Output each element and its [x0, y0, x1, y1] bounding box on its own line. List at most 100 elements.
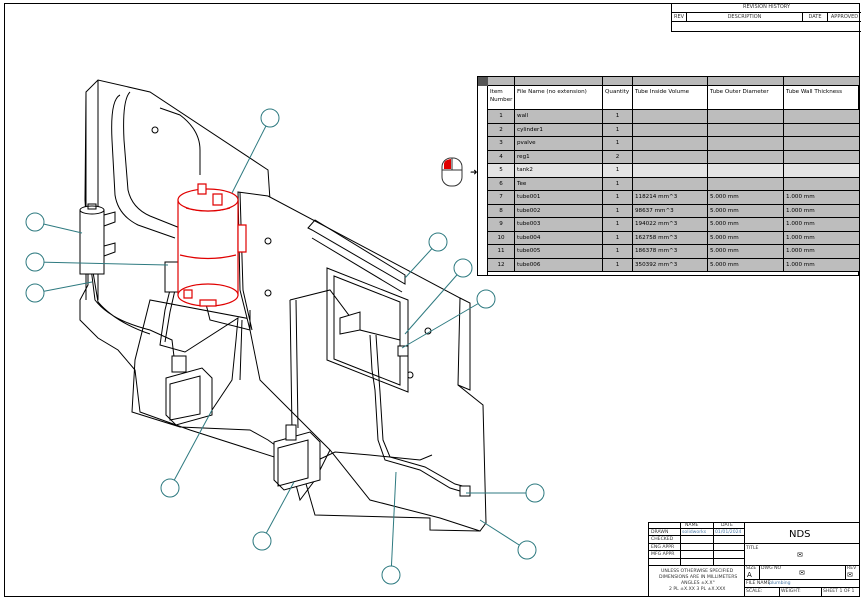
sheet-border [4, 3, 860, 597]
rev-col-date: DATE [803, 12, 828, 22]
rev-col-rev: REV [672, 12, 687, 22]
table-cell-volume: 162758 mm^3 [633, 231, 708, 245]
bom-header-diameter: Tube Outer Diameter [708, 86, 784, 110]
table-cell-diameter: 5.000 mm [708, 258, 784, 272]
table-cell-name: reg1 [515, 150, 603, 164]
tb-title-label: TITLE [746, 546, 759, 551]
table-cell-volume [633, 110, 708, 124]
bom-header-name: File Name (no extension) [515, 86, 603, 110]
balloon-4b [252, 531, 272, 551]
table-cell-diameter: 5.000 mm [708, 245, 784, 259]
table-cell-thickness [784, 123, 859, 137]
table-cell-diameter [708, 150, 784, 164]
tb-drawn-label: DRAWN [651, 530, 669, 535]
bom-header-item: Item Number [488, 86, 515, 110]
tb-company-name: NDS [789, 529, 811, 540]
table-cell-qty: 1 [603, 164, 633, 178]
table-cell-thickness: 1.000 mm [784, 191, 859, 205]
table-cell-item: 3 [488, 137, 515, 151]
table-cell-name: tube006 [515, 258, 603, 272]
table-cell-thickness: 1.000 mm [784, 231, 859, 245]
table-cell-thickness: 1.000 mm [784, 258, 859, 272]
balloon-7 [25, 283, 45, 303]
balloon-2 [260, 108, 280, 128]
table-cell-name: tube002 [515, 204, 603, 218]
table-cell-volume: 98637 mm^3 [633, 204, 708, 218]
bill-of-materials-table[interactable]: Item Number File Name (no extension) Qua… [477, 76, 859, 276]
tb-rev-envelope-icon: ✉ [847, 571, 853, 579]
table-cell-diameter: 5.000 mm [708, 231, 784, 245]
selection-arrow-icon: ➜ [470, 168, 478, 178]
tb-file-name-value: plumbing [769, 581, 791, 586]
table-cell-thickness: 1.000 mm [784, 245, 859, 259]
balloon-10 [160, 478, 180, 498]
table-cell-volume [633, 137, 708, 151]
table-cell-volume [633, 177, 708, 191]
table-cell-item: 4 [488, 150, 515, 164]
tb-tolerance-4: 2 PL ±X.XX 3 PL ±X.XXX [669, 587, 726, 592]
tb-scale-label: SCALE: [746, 589, 763, 594]
tb-date-col: DATE [721, 523, 733, 528]
bom-header-volume: Tube Inside Volume [633, 86, 708, 110]
balloon-9 [476, 289, 496, 309]
table-cell-name: tube004 [515, 231, 603, 245]
bom-column-ruler [488, 77, 859, 86]
table-cell-qty: 1 [603, 191, 633, 205]
table-cell-thickness: 1.000 mm [784, 204, 859, 218]
balloon-8 [428, 232, 448, 252]
mouse-icon [441, 157, 463, 187]
table-cell-volume: 118214 mm^3 [633, 191, 708, 205]
table-cell-name: tank2 [515, 164, 603, 178]
table-cell-qty: 1 [603, 177, 633, 191]
tb-name-col: NAME [685, 523, 699, 528]
table-cell-name: wall [515, 110, 603, 124]
balloon-3 [25, 212, 45, 232]
table-cell-qty: 1 [603, 137, 633, 151]
table-cell-qty: 1 [603, 245, 633, 259]
table-cell-volume [633, 164, 708, 178]
table-cell-item: 6 [488, 177, 515, 191]
table-cell-item: 1 [488, 110, 515, 124]
table-cell-qty: 1 [603, 110, 633, 124]
tb-size-label: SIZE [746, 566, 757, 571]
table-cell-name: tube005 [515, 245, 603, 259]
balloon-6 [453, 258, 473, 278]
table-cell-thickness: 1.000 mm [784, 218, 859, 232]
tb-title-envelope-icon: ✉ [797, 551, 803, 559]
table-cell-volume [633, 150, 708, 164]
tb-tolerance-1: UNLESS OTHERWISE SPECIFIED [661, 569, 734, 574]
table-cell-item: 11 [488, 245, 515, 259]
title-block: NAME DATE DRAWN solidworks 01/01/2024 CH… [648, 522, 860, 597]
tb-mfg-appr-label: MFG APPR [651, 552, 675, 557]
table-cell-thickness [784, 137, 859, 151]
revision-history-block: REVISION HISTORY REV DESCRIPTION DATE AP… [671, 3, 861, 32]
table-cell-item: 10 [488, 231, 515, 245]
table-cell-thickness [784, 164, 859, 178]
table-cell-qty: 1 [603, 218, 633, 232]
table-cell-name: Tee [515, 177, 603, 191]
table-cell-item: 9 [488, 218, 515, 232]
bom-corner-handle[interactable] [478, 77, 488, 86]
table-cell-volume: 350392 mm^3 [633, 258, 708, 272]
table-cell-diameter [708, 164, 784, 178]
table-cell-qty: 1 [603, 204, 633, 218]
balloon-12 [525, 483, 545, 503]
table-cell-name: tube003 [515, 218, 603, 232]
table-cell-diameter [708, 177, 784, 191]
bom-header-row: Item Number File Name (no extension) Qua… [488, 86, 859, 110]
table-cell-item: 12 [488, 258, 515, 272]
